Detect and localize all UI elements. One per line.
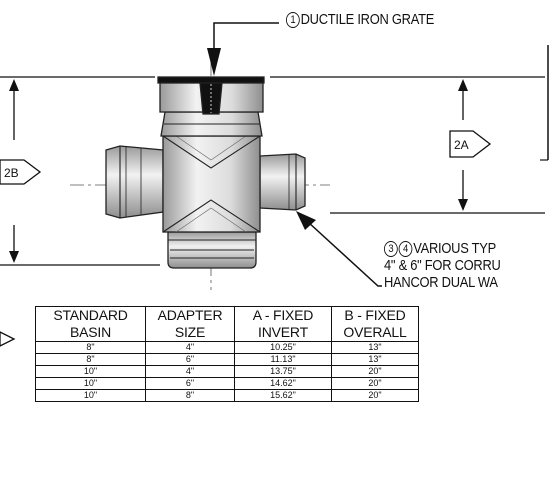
cell-invert: 14.62" <box>234 377 332 390</box>
dimension-arrowheads <box>9 79 468 263</box>
types-callout-line3: HANCOR DUAL WA <box>384 274 498 291</box>
cell-adapter: 8" <box>145 389 235 402</box>
callout-number-4: 4 <box>398 241 413 257</box>
table-row: 8" 4" 10.25" 13" <box>35 341 419 354</box>
cell-basin: 8" <box>35 353 146 366</box>
dim-b-label: 2B <box>4 166 19 180</box>
cell-basin: 10" <box>35 377 146 390</box>
table-row: 8" 6" 11.13" 13" <box>35 353 419 366</box>
cell-overall: 20" <box>331 365 419 378</box>
cell-invert: 13.75" <box>234 365 332 378</box>
dimension-tag-2b: 2B <box>0 159 42 185</box>
cell-adapter: 6" <box>145 377 235 390</box>
cell-adapter: 4" <box>145 341 235 354</box>
cell-invert: 10.25" <box>234 341 332 354</box>
table-row: 10" 4" 13.75" 20" <box>35 365 419 378</box>
cell-adapter: 4" <box>145 365 235 378</box>
cell-basin: 8" <box>35 341 146 354</box>
dimension-tag-2a: 2A <box>449 130 492 158</box>
cell-overall: 20" <box>331 389 419 402</box>
grate-callout-text: DUCTILE IRON GRATE <box>300 11 435 28</box>
cell-overall: 13" <box>331 353 419 366</box>
cell-invert: 11.13" <box>234 353 332 366</box>
table-row: 10" 6" 14.62" 20" <box>35 377 419 390</box>
right-edge-fragment <box>540 45 549 161</box>
cell-basin: 10" <box>35 365 146 378</box>
dim-a-label: 2A <box>454 138 469 152</box>
cell-overall: 20" <box>331 377 419 390</box>
types-callout-line2: 4" & 6" FOR CORRU <box>384 257 501 274</box>
types-callout-line1: VARIOUS TYP <box>413 240 496 257</box>
grate-leader <box>207 22 279 76</box>
table-tag-arrow <box>0 331 16 347</box>
cell-basin: 10" <box>35 389 146 402</box>
callout-number-1: 1 <box>286 12 300 28</box>
basin-body <box>105 76 306 269</box>
cell-overall: 13" <box>331 341 419 354</box>
types-leader <box>296 211 382 287</box>
table-row: 10" 8" 15.62" 20" <box>35 389 419 402</box>
cell-invert: 15.62" <box>234 389 332 402</box>
callout-number-3: 3 <box>384 241 398 257</box>
cell-adapter: 6" <box>145 353 235 366</box>
dimension-lines <box>0 76 545 266</box>
